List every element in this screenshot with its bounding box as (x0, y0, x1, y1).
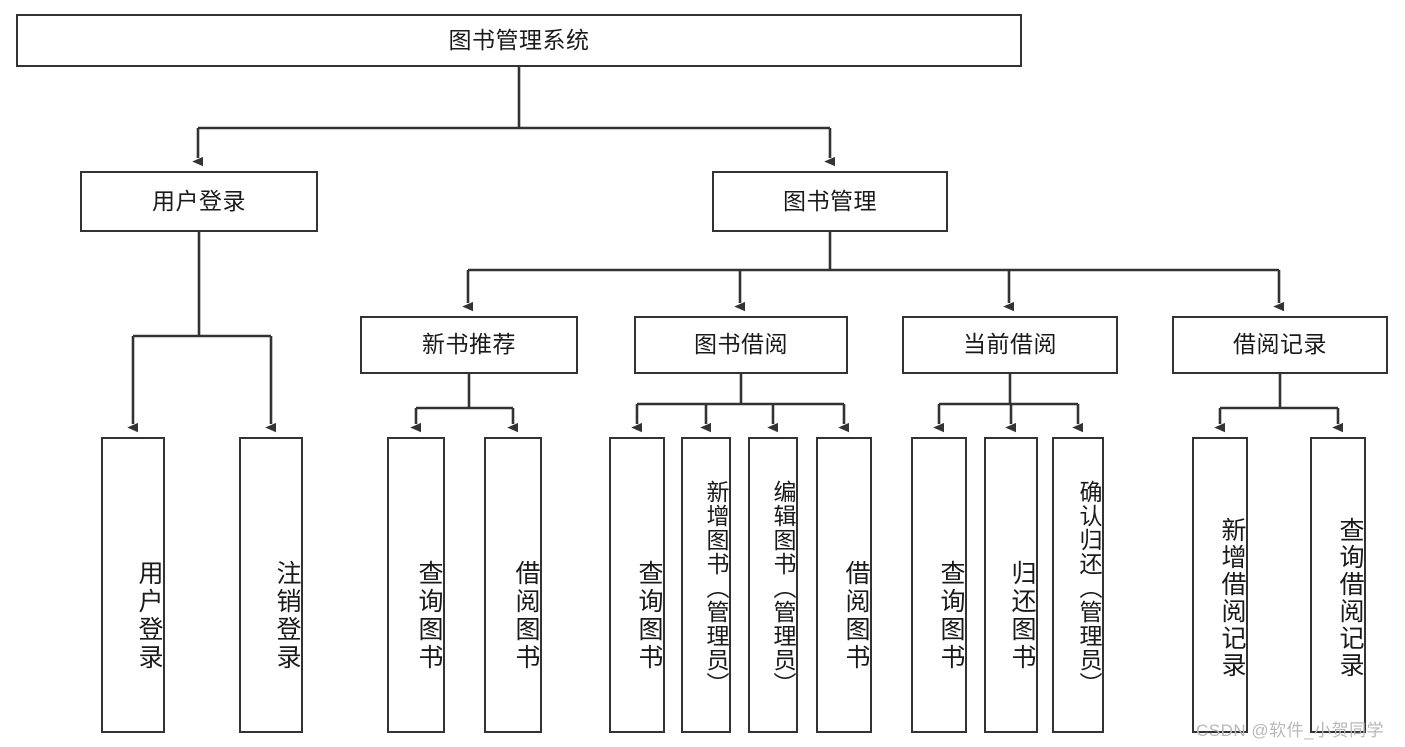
csdn-watermark: CSDN @软件_小贺同学 (1196, 721, 1385, 740)
node-leaf-borrow-book-rec-label: 借阅图书 (512, 560, 540, 672)
edge-userlogin-to-leaves (127, 232, 277, 433)
node-leaf-confirm-return[interactable]: 确认归还（管理员） (1052, 437, 1104, 733)
node-leaf-return-book-label: 归还图书 (1008, 560, 1036, 672)
node-leaf-query-book-borrow-label: 查询图书 (635, 560, 663, 672)
node-leaf-edit-book[interactable]: 编辑图书（管理员） (748, 437, 798, 733)
node-leaf-query-book-rec-label: 查询图书 (415, 560, 443, 672)
node-new-book-recommend[interactable]: 新书推荐 (360, 316, 578, 374)
node-leaf-add-book[interactable]: 新增图书（管理员） (681, 437, 731, 733)
node-leaf-query-record[interactable]: 查询借阅记录 (1310, 437, 1366, 733)
node-leaf-query-book-current-label: 查询图书 (937, 560, 965, 672)
node-leaf-borrow-book-label: 借阅图书 (842, 560, 870, 672)
node-leaf-confirm-return-label: 确认归还（管理员） (1076, 480, 1102, 696)
node-leaf-borrow-book[interactable]: 借阅图书 (816, 437, 872, 733)
node-current-borrow[interactable]: 当前借阅 (902, 316, 1118, 374)
node-borrow-record-label: 借阅记录 (1233, 331, 1327, 358)
node-leaf-add-record[interactable]: 新增借阅记录 (1192, 437, 1248, 733)
edge-borrowrecord-to-leaves (1214, 374, 1344, 433)
node-leaf-edit-book-label: 编辑图书（管理员） (770, 480, 796, 696)
node-root-label: 图书管理系统 (448, 26, 590, 53)
node-book-manage[interactable]: 图书管理 (712, 171, 948, 232)
node-leaf-query-record-label: 查询借阅记录 (1336, 517, 1364, 679)
node-current-borrow-label: 当前借阅 (963, 331, 1057, 358)
node-leaf-query-book-borrow[interactable]: 查询图书 (609, 437, 665, 733)
node-user-login[interactable]: 用户登录 (80, 171, 318, 232)
node-leaf-user-login-label: 用户登录 (135, 560, 163, 672)
edge-root-to-level2 (192, 67, 836, 167)
node-leaf-return-book[interactable]: 归还图书 (984, 437, 1038, 733)
edge-bookborrow-to-leaves (631, 374, 850, 433)
node-leaf-query-book-rec[interactable]: 查询图书 (387, 437, 445, 733)
node-new-book-recommend-label: 新书推荐 (422, 331, 516, 358)
node-leaf-user-login[interactable]: 用户登录 (101, 437, 165, 733)
node-user-login-label: 用户登录 (152, 187, 246, 214)
node-book-borrow[interactable]: 图书借阅 (634, 316, 848, 374)
node-leaf-user-logout-label: 注销登录 (273, 560, 301, 672)
node-leaf-add-book-label: 新增图书（管理员） (703, 480, 729, 696)
node-leaf-query-book-current[interactable]: 查询图书 (911, 437, 967, 733)
node-book-borrow-label: 图书借阅 (694, 331, 788, 358)
edge-bookmanage-to-level3 (462, 232, 1285, 312)
node-leaf-user-logout[interactable]: 注销登录 (239, 437, 303, 733)
edge-newbook-to-leaves (410, 374, 519, 433)
node-root[interactable]: 图书管理系统 (16, 14, 1022, 67)
node-leaf-borrow-book-rec[interactable]: 借阅图书 (484, 437, 542, 733)
node-borrow-record[interactable]: 借阅记录 (1172, 316, 1388, 374)
node-leaf-add-record-label: 新增借阅记录 (1218, 517, 1246, 679)
node-book-manage-label: 图书管理 (783, 187, 877, 214)
edge-currentborrow-to-leaves (933, 374, 1084, 433)
